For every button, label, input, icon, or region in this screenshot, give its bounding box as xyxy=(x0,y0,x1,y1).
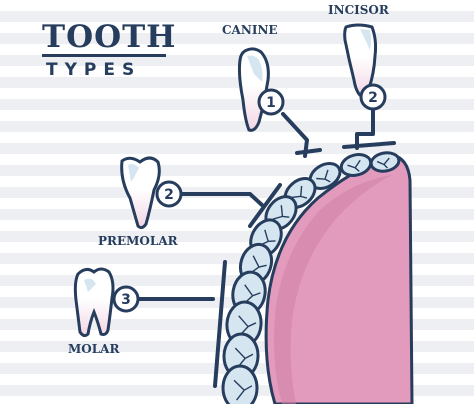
arch-tooth xyxy=(221,364,259,404)
incisor-bracket xyxy=(342,141,396,149)
badge-incisor: 2 xyxy=(359,83,387,111)
badge-premolar: 2 xyxy=(155,180,183,208)
badge-molar-number: 3 xyxy=(121,292,131,308)
label-canine: CANINE xyxy=(222,23,278,37)
title-types: TYPES xyxy=(46,60,142,80)
label-incisor: INCISOR xyxy=(328,3,389,17)
badge-incisor-number: 2 xyxy=(368,90,378,106)
molar-bracket xyxy=(213,260,227,388)
gum xyxy=(264,153,414,404)
title-underline xyxy=(42,54,166,57)
canine-leader xyxy=(281,112,309,158)
badge-canine: 1 xyxy=(257,88,285,116)
incisor-leader xyxy=(355,109,375,150)
molar-tooth xyxy=(73,267,115,338)
badge-molar: 3 xyxy=(112,285,140,313)
premolar-tooth xyxy=(120,156,161,230)
premolar-leader xyxy=(181,192,264,207)
label-molar: MOLAR xyxy=(68,342,120,356)
badge-canine-number: 1 xyxy=(266,95,276,111)
label-premolar: PREMOLAR xyxy=(98,234,178,248)
premolar-bracket xyxy=(248,183,282,228)
badge-premolar-number: 2 xyxy=(164,187,174,203)
canine-bracket xyxy=(295,148,322,155)
teeth-arch xyxy=(221,151,401,404)
gum-shadow xyxy=(274,175,392,404)
canine-tooth xyxy=(237,47,270,132)
arch-tooth xyxy=(339,153,373,177)
title-tooth: TOOTH xyxy=(42,19,177,55)
